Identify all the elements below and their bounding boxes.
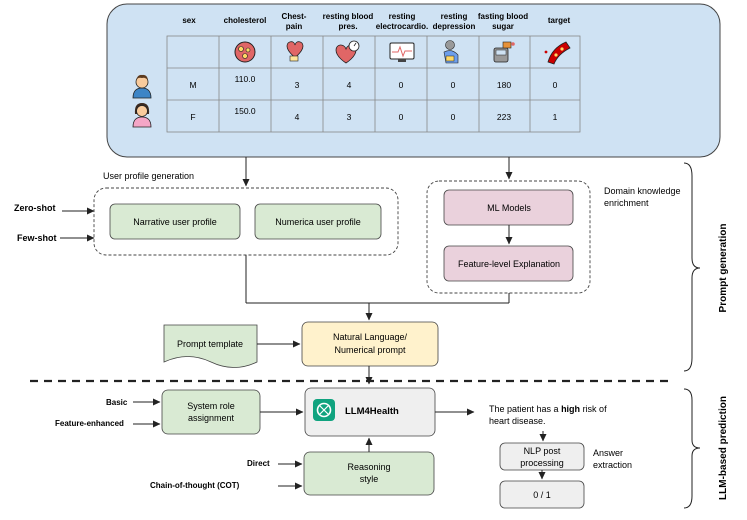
openai-logo-icon (313, 399, 335, 421)
male-avatar-icon (132, 74, 152, 99)
header-depression-1: resting (441, 12, 468, 21)
cholesterol-icon (234, 41, 256, 63)
answer-extraction-label-1: Answer (593, 448, 623, 458)
llm4health-label: LLM4Health (345, 406, 399, 417)
final-output-box (499, 480, 585, 509)
feature-explanation-box (443, 245, 574, 282)
domain-knowledge-label-1: Domain knowledge (604, 186, 681, 196)
table-cell: 4 (295, 112, 300, 122)
reasoning-label-2: style (360, 474, 379, 484)
header-bp-1: resting blood (323, 12, 374, 21)
table-cell: 4 (347, 80, 352, 90)
header-cholesterol: cholesterol (224, 16, 267, 25)
ecg-monitor-icon (389, 42, 415, 62)
feature-explanation-label: Feature-level Explanation (458, 259, 560, 269)
prompt-template-label: Prompt template (177, 339, 243, 349)
table-cell: M (189, 80, 196, 90)
table-cell: 0 (399, 112, 404, 122)
depression-icon (443, 40, 459, 64)
header-target: target (548, 16, 571, 25)
domain-knowledge-label-2: enrichment (604, 198, 649, 208)
cot-label: Chain-of-thought (COT) (150, 481, 240, 490)
zero-shot-label: Zero-shot (14, 203, 56, 213)
table-cell: 0 (451, 112, 456, 122)
prediction-output-line-1: The patient has a high risk of (489, 404, 607, 414)
prompt-template-box (163, 324, 258, 368)
answer-extraction-label-2: extraction (593, 460, 632, 470)
header-chest-pain-1: Chest- (282, 12, 307, 21)
final-output-label: 0 / 1 (533, 490, 551, 500)
llm-prediction-brace (683, 388, 701, 509)
table-cell: 180 (497, 80, 511, 90)
header-fbs-2: sugar (492, 22, 514, 31)
table-cell: 110.0 (235, 74, 256, 84)
header-ecg-1: resting (389, 12, 416, 21)
table-cell: 3 (347, 112, 352, 122)
nlp-label-1: NLP post (524, 446, 561, 456)
table-header: sex cholesterol Chest- pain resting bloo… (182, 12, 570, 31)
prompt-generation-label: Prompt generation (718, 224, 729, 313)
numerica-profile-label: Numerica user profile (275, 217, 361, 227)
llm-prediction-label: LLM-based prediction (718, 396, 729, 500)
system-role-label-1: System role (187, 401, 235, 411)
system-role-label-2: assignment (188, 413, 235, 423)
table-cell: 223 (497, 112, 511, 122)
prompt-generation-brace (683, 162, 701, 372)
system-role-box (161, 389, 261, 435)
nl-prompt-label-1: Natural Language/ (333, 332, 408, 342)
nl-prompt-label-2: Numerical prompt (334, 345, 406, 355)
numerica-profile-box (254, 203, 382, 240)
nl-prompt-box (301, 321, 439, 367)
prediction-output-line-2: heart disease. (489, 416, 546, 426)
header-bp-2: pres. (338, 22, 357, 31)
nlp-label-2: processing (520, 458, 564, 468)
feature-enhanced-label: Feature-enhanced (55, 419, 124, 428)
table-grid (166, 35, 581, 133)
narrative-profile-box (109, 203, 241, 240)
table-cell: 3 (295, 80, 300, 90)
header-depression-2: depression (433, 22, 476, 31)
female-avatar-icon (132, 103, 152, 128)
header-sex: sex (182, 16, 196, 25)
table-cell: F (190, 112, 195, 122)
table-cell: 0 (451, 80, 456, 90)
patient-data-panel (106, 3, 721, 158)
reasoning-label-1: Reasoning (347, 462, 390, 472)
few-shot-label: Few-shot (17, 233, 57, 243)
artery-icon (544, 41, 571, 65)
table-cell: 150.0 (234, 106, 256, 116)
table-cell: 0 (399, 80, 404, 90)
basic-label: Basic (106, 398, 128, 407)
ml-models-label: ML Models (487, 203, 531, 213)
header-ecg-2: electrocardio. (376, 22, 428, 31)
narrative-profile-label: Narrative user profile (133, 217, 217, 227)
table-rows: M 110.0 3 4 0 0 180 0 F 150.0 4 3 0 0 22… (189, 74, 557, 122)
header-fbs-1: fasting blood (478, 12, 528, 21)
header-chest-pain-2: pain (286, 22, 303, 31)
chest-pain-icon (286, 41, 304, 62)
table-cell: 1 (553, 112, 558, 122)
blood-pressure-icon (335, 40, 360, 64)
glucose-meter-icon (493, 41, 515, 63)
domain-knowledge-group (426, 180, 591, 294)
table-cell: 0 (553, 80, 558, 90)
user-profile-generation-label: User profile generation (103, 171, 194, 181)
direct-label: Direct (247, 459, 270, 468)
